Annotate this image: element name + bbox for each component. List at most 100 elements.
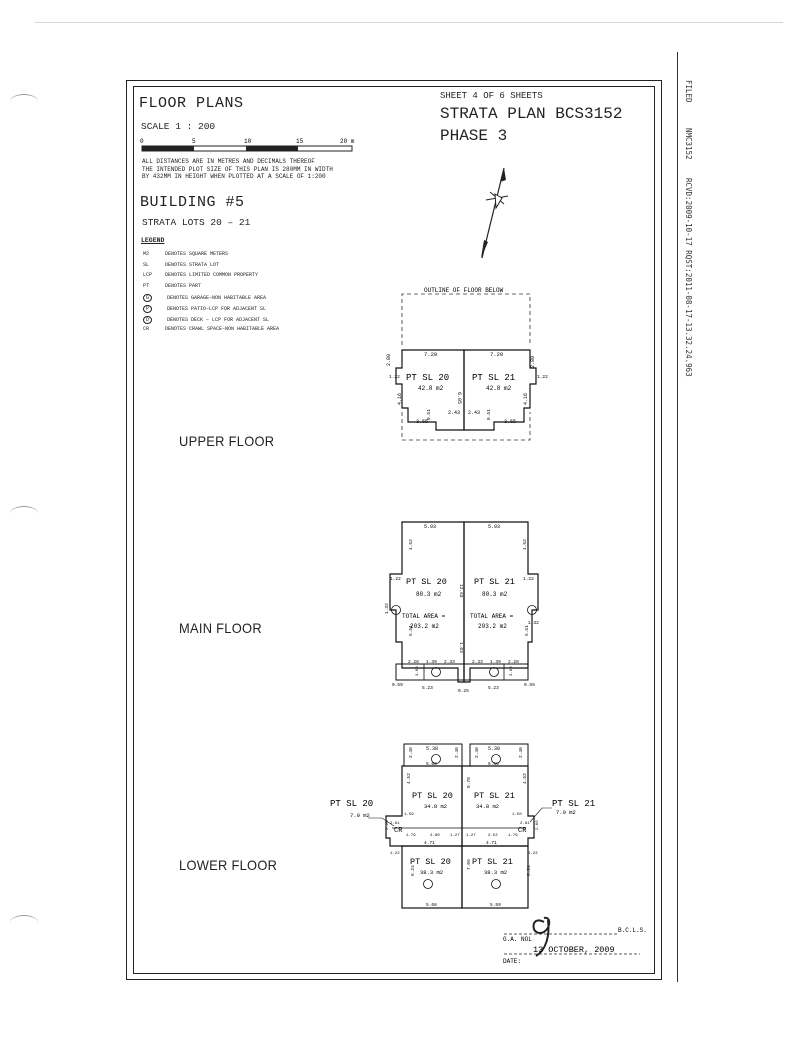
dim-label: 2.43: [468, 410, 480, 416]
scale-label: SCALE 1 : 200: [141, 121, 216, 132]
dim-label: 4.52: [522, 773, 528, 784]
dim-label: 2.20: [386, 820, 390, 830]
crawl-lot-area: 7.0 m2: [556, 809, 576, 816]
total-area-value: 203.2 m2: [478, 623, 507, 630]
dim-label: 1.79: [508, 834, 518, 838]
lot-name: PT SL 21: [472, 857, 513, 867]
lower-floor-plan: 5.38 2.40 2.40 5.68 5.30 2.40 2.40 5.58 …: [330, 743, 595, 909]
dim-label: 1.50: [512, 813, 522, 817]
sheet-count: SHEET 4 OF 6 SHEETS: [440, 91, 543, 101]
dim-label: 5.51: [408, 625, 414, 636]
dim-label: 5.51: [524, 625, 530, 636]
lot-area: 80.3 m2: [416, 591, 442, 598]
dim-label: 2.80: [530, 356, 536, 368]
dim-label: 5.93: [424, 524, 436, 530]
dim-label: 0.51: [426, 409, 432, 420]
legend-symbol: G: [143, 294, 152, 302]
sidebar-divider: [677, 52, 678, 982]
outline-note: OUTLINE OF FLOOR BELOW: [424, 287, 504, 294]
dim-label: 1.22: [537, 374, 548, 380]
lot-area: 42.8 m2: [486, 385, 512, 392]
strata-plan-title: STRATA PLAN BCS3152: [440, 105, 623, 123]
lot-name: PT SL 20: [412, 791, 453, 801]
dim-label: 5.68: [426, 761, 437, 767]
lot-name: PT SL 21: [474, 791, 515, 801]
dim-label: 6.05: [456, 392, 462, 404]
signature-date: 13 OCTOBER, 2009: [533, 945, 615, 955]
dim-label: 7.06: [466, 859, 472, 870]
dim-label: 3.80: [510, 666, 514, 676]
dim-label: 2.43: [448, 410, 460, 416]
lot-area: 34.8 m2: [476, 803, 499, 810]
dim-label: 1.39: [426, 659, 437, 665]
dim-label: 1.32: [384, 603, 390, 614]
scale-tick-0: 0: [140, 138, 144, 145]
bcls-title: B.C.L.S.: [618, 927, 647, 934]
dim-label: 6.24: [526, 865, 532, 876]
legend-description: DENOTES CRAWL SPACE–NON HABITABLE AREA: [165, 326, 280, 332]
dim-label: 4.52: [406, 773, 412, 784]
lot-name: PT SL 20: [406, 577, 447, 587]
dim-label: 1.22: [390, 576, 401, 582]
scale-tick-5: 5: [192, 138, 196, 145]
legend-title: LEGEND: [141, 237, 165, 244]
legend-item: LCP DENOTES LIMITED COMMON PROPERTY: [143, 272, 258, 278]
plot-note-line: ALL DISTANCES ARE IN METRES AND DECIMALS…: [142, 158, 315, 165]
dim-label: 2.40: [518, 747, 524, 758]
crawl-lot-name: PT SL 20: [330, 799, 373, 809]
legend-symbol: D: [143, 316, 152, 324]
dim-label: 3.55: [504, 419, 516, 425]
dim-label: 1.59: [404, 813, 414, 817]
total-area-label: TOTAL AREA =: [402, 613, 446, 620]
plan-number-stamp: NMC3152: [684, 128, 693, 160]
date-label: DATE:: [503, 958, 521, 965]
lot-area: 42.8 m2: [418, 385, 444, 392]
legend-description: DENOTES STRATA LOT: [165, 262, 220, 268]
dim-label: 4.16: [523, 393, 529, 405]
dim-label: 12.63: [458, 584, 464, 598]
dim-label: 1.22: [390, 852, 400, 856]
legend-symbol: LCP: [143, 272, 153, 278]
binder-hole: [10, 506, 38, 521]
plot-note-line: THE INTENDED PLOT SIZE OF THIS PLAN IS 2…: [142, 165, 333, 173]
dim-label: 0.51: [486, 409, 492, 420]
legend-description: DENOTES LIMITED COMMON PROPERTY: [165, 272, 259, 278]
dim-label: 0.59: [524, 682, 535, 688]
legend-symbol: m2: [143, 251, 150, 257]
dim-label: 2.91: [520, 822, 530, 826]
filed-stamp: FILED: [684, 80, 693, 103]
dim-label: 0.78: [466, 777, 472, 788]
legend-description: DENOTES GARAGE–NON HABITABLE AREA: [167, 295, 267, 301]
lot-area: 38.3 m2: [420, 869, 443, 876]
dim-label: 2.80: [430, 834, 440, 838]
legend-item: D DENOTES DECK – LCP FOR ADJACENT SL: [143, 316, 269, 324]
received-stamp: RCVD:2009-10-17 RQST:2011-08-17-13.32.24…: [684, 178, 693, 377]
dim-label: 5.23: [488, 685, 499, 691]
legend-symbol: PT: [143, 283, 150, 289]
dim-label: 0.59: [392, 682, 403, 688]
page-top-rule: [35, 22, 783, 23]
phase-label: PHASE 3: [440, 127, 508, 145]
dim-label: 7.20: [424, 351, 437, 358]
legend-description: DENOTES PART: [165, 283, 202, 289]
north-arrow-icon: [481, 167, 509, 259]
lot-name: PT SL 20: [406, 373, 449, 383]
legend-symbol: P: [143, 305, 152, 313]
dim-label: 1.22: [523, 576, 534, 582]
plot-note-line: BY 432mm IN HEIGHT WHEN PLOTTED AT A SCA…: [142, 173, 326, 180]
dim-label: 1.39: [490, 659, 501, 665]
legend-item: PT DENOTES PART: [143, 283, 201, 289]
dim-label: 5.93: [488, 524, 500, 530]
lot-name: PT SL 20: [410, 857, 451, 867]
dim-label: 5.68: [426, 902, 437, 908]
dim-label: 7.20: [490, 351, 503, 358]
building-title: BUILDING #5: [140, 194, 245, 211]
plan-title: FLOOR PLANS: [139, 95, 244, 112]
dim-label: 1.22: [528, 852, 538, 856]
lot-area: 80.3 m2: [482, 591, 508, 598]
legend-description: DENOTES DECK – LCP FOR ADJACENT SL: [167, 317, 270, 323]
crawl-lot-name: PT SL 21: [552, 799, 595, 809]
dim-label: 1.22: [389, 374, 400, 380]
scale-tick-20: 20 m: [340, 138, 355, 145]
